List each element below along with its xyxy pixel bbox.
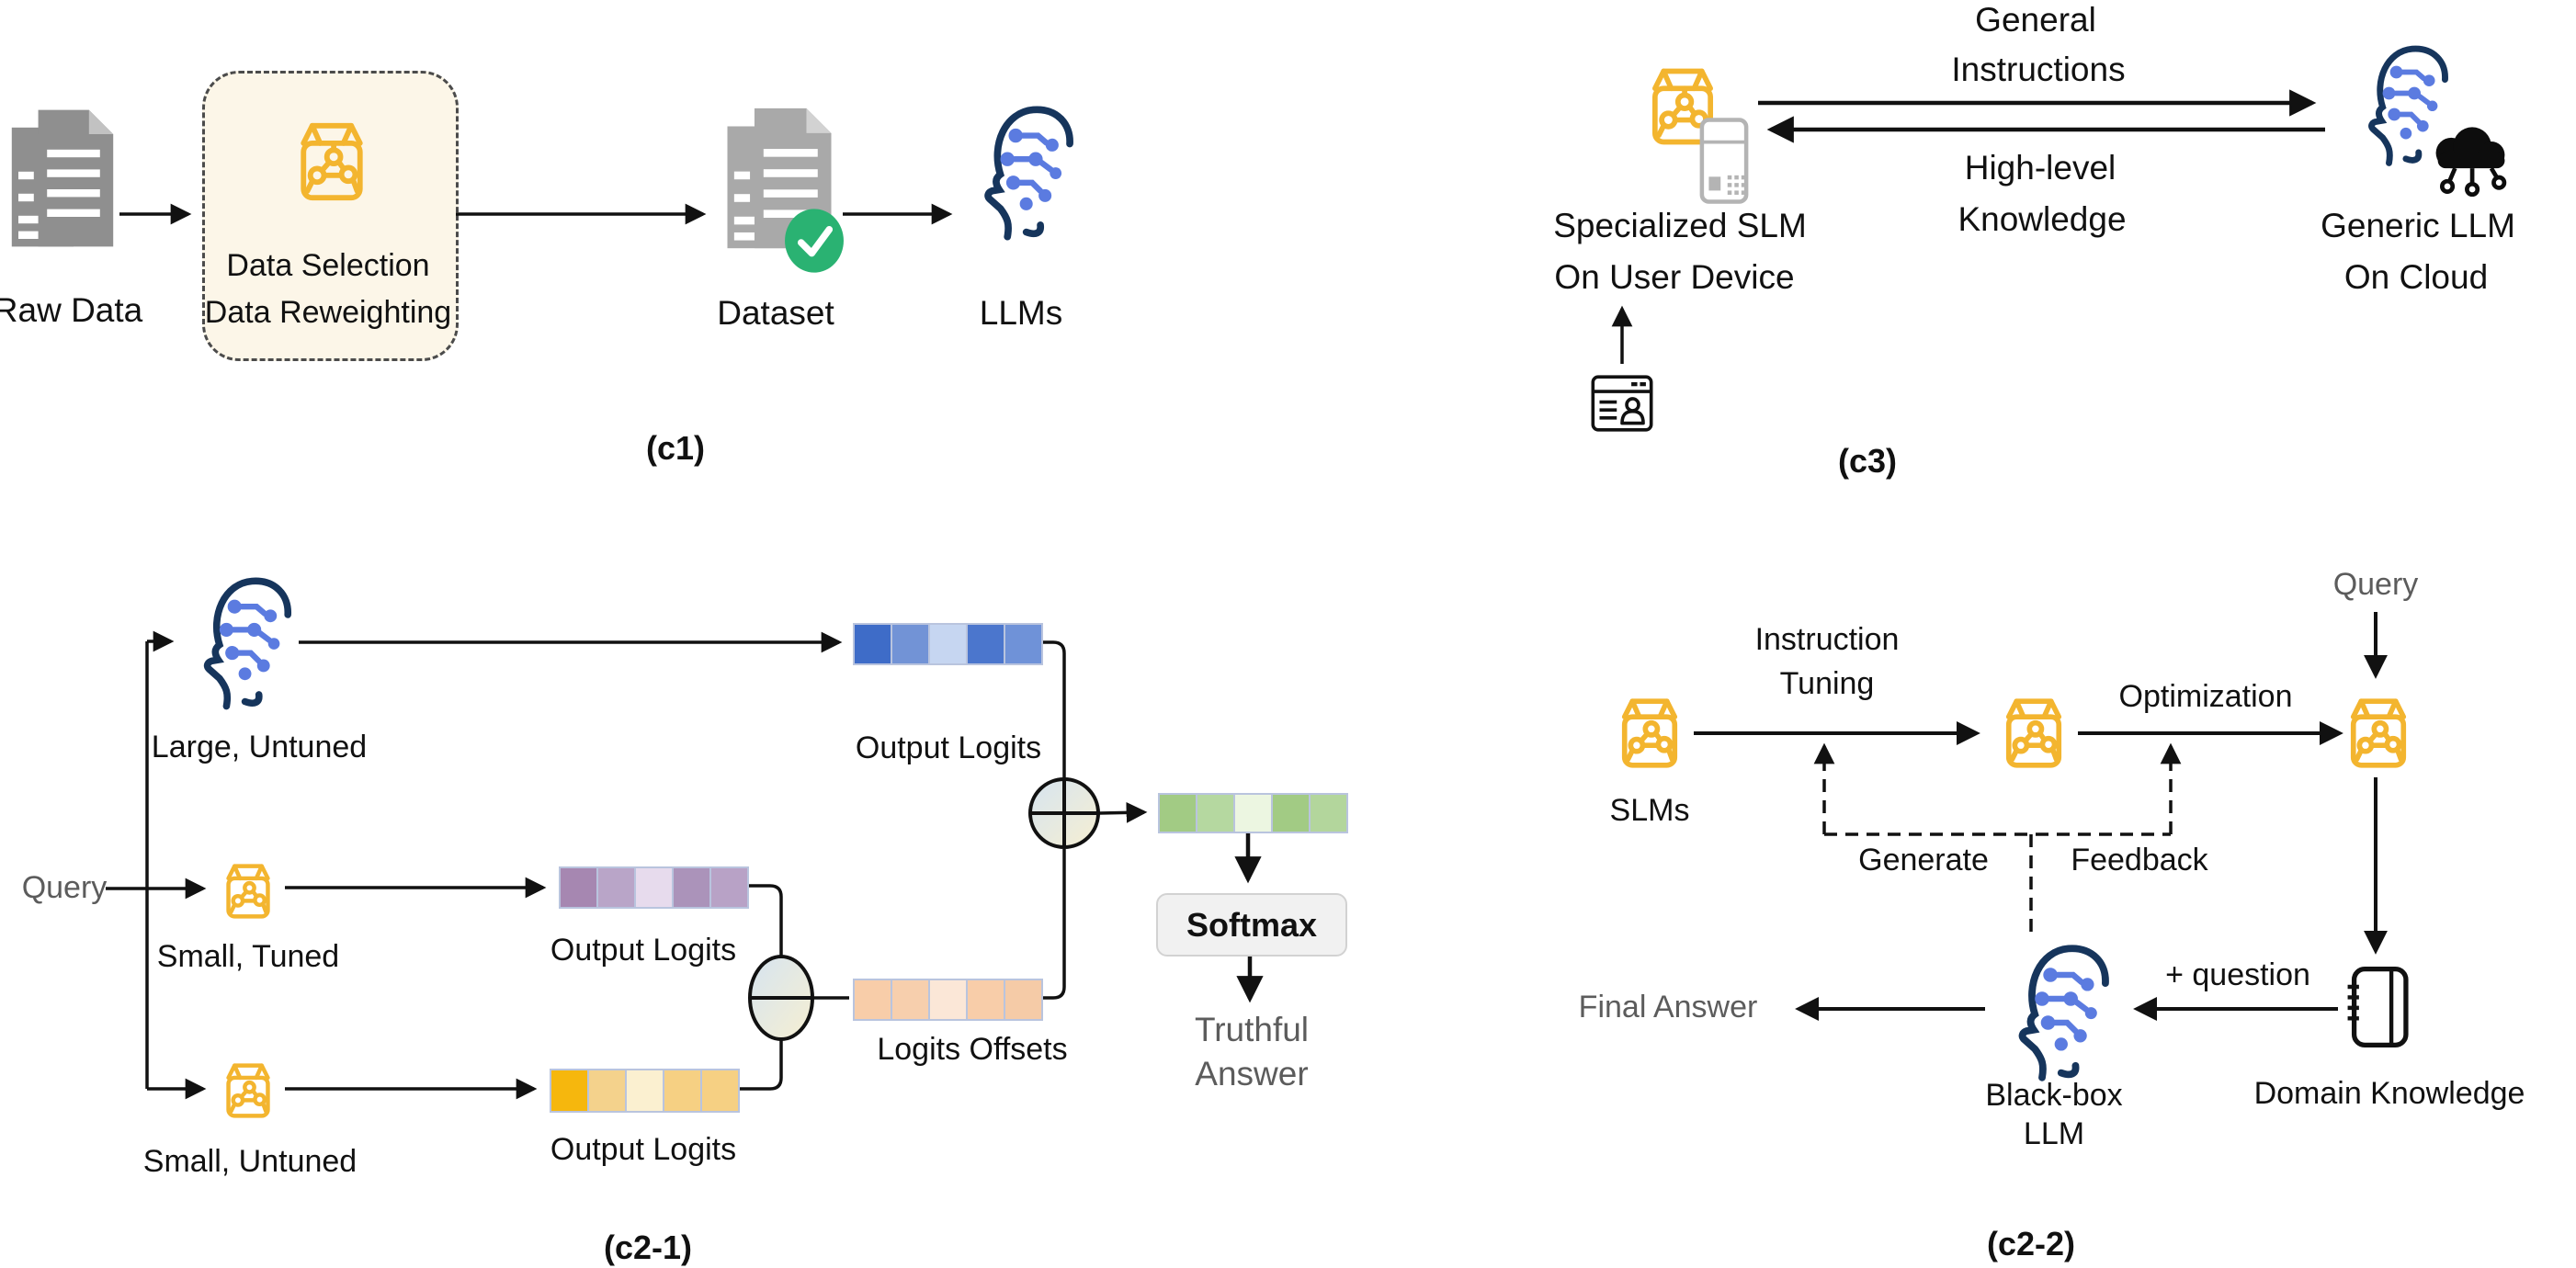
plus-question-label: + question (2165, 957, 2310, 992)
output-logits-untuned-label: Output Logits (550, 1132, 737, 1167)
domain-knowledge-label: Domain Knowledge (2253, 1076, 2525, 1111)
caption-c1: (c1) (645, 429, 706, 467)
small-tuned-label: Small, Tuned (156, 939, 340, 974)
generic-llm-label-line1: Generic LLM (2321, 207, 2515, 244)
specialized-slm-label-line1: Specialized SLM (1553, 207, 1807, 244)
logits-offsets-label: Logits Offsets (877, 1032, 1068, 1067)
cloud-network-icon (2423, 121, 2518, 209)
slms-model-box-icon (1606, 690, 1693, 776)
llms-label: LLMs (979, 294, 1063, 332)
small-tuned-model-box-icon (214, 849, 282, 934)
dataset-documents-icon (717, 99, 842, 257)
data-selection-model-box-icon (283, 97, 380, 226)
tuned-slm-model-box-icon (1991, 690, 2077, 776)
optimized-slm-model-box-icon (2335, 690, 2422, 776)
black-box-llm-label-line1: Black-box (1985, 1078, 2123, 1113)
untuned-output-logits-bar (550, 1069, 740, 1113)
black-box-llm-ai-head-icon (1992, 939, 2116, 1082)
high-level-knowledge-label-line2: Knowledge (1958, 200, 2127, 238)
softmax-box: Softmax (1156, 893, 1347, 957)
large-untuned-label: Large, Untuned (151, 730, 368, 764)
feedback-label: Feedback (2071, 843, 2208, 877)
slms-label: SLMs (1609, 793, 1690, 828)
caption-c2-1: (c2-1) (603, 1228, 693, 1266)
large-output-logits-bar (853, 623, 1043, 665)
phone-icon (1689, 116, 1759, 206)
data-reweighting-label: Data Reweighting (204, 295, 452, 330)
plus-operator (1028, 777, 1100, 849)
minus-operator (748, 955, 814, 1041)
query-label: Query (21, 870, 108, 905)
raw-data-label: Raw Data (0, 291, 143, 329)
dataset-label: Dataset (717, 294, 834, 332)
tuned-output-logits-bar (559, 866, 749, 909)
generic-llm-ai-head-icon (2337, 40, 2462, 167)
optimization-label: Optimization (2118, 679, 2293, 714)
large-untuned-ai-head-icon (180, 562, 296, 720)
caption-c3: (c3) (1837, 442, 1898, 480)
final-answer-label: Final Answer (1578, 990, 1758, 1025)
check-circle-icon (783, 204, 845, 277)
specialized-slm-label-line2: On User Device (1554, 258, 1795, 296)
generic-llm-label-line2: On Cloud (2343, 258, 2489, 296)
general-instructions-label-line1: General (1975, 1, 2096, 39)
browser-user-icon (1589, 366, 1655, 441)
output-logits-tuned-label: Output Logits (550, 933, 737, 968)
instruction-tuning-label-line2: Tuning (1779, 666, 1875, 701)
high-level-knowledge-label-line1: High-level (1964, 149, 2116, 187)
domain-knowledge-notebook-icon (2338, 961, 2419, 1053)
general-instructions-label-line2: Instructions (1951, 51, 2126, 88)
query-label-c2-2: Query (2332, 567, 2419, 602)
truthful-answer-label-line2: Answer (1195, 1055, 1309, 1093)
data-selection-label: Data Selection (226, 248, 430, 283)
black-box-llm-label-line2: LLM (2023, 1116, 2085, 1151)
llms-ai-head-icon (960, 81, 1078, 261)
combined-logits-bar (1158, 793, 1348, 833)
generate-label: Generate (1858, 843, 1989, 877)
small-untuned-label: Small, Untuned (142, 1144, 357, 1179)
data-selection-box (202, 71, 459, 361)
logits-offsets-bar (853, 979, 1043, 1021)
small-untuned-model-box-icon (214, 1048, 282, 1133)
truthful-answer-label-line1: Truthful (1194, 1011, 1310, 1048)
caption-c2-2: (c2-2) (1986, 1225, 2076, 1262)
output-logits-large-label: Output Logits (855, 730, 1042, 765)
instruction-tuning-label-line1: Instruction (1754, 622, 1900, 657)
raw-data-documents-icon (7, 99, 118, 257)
